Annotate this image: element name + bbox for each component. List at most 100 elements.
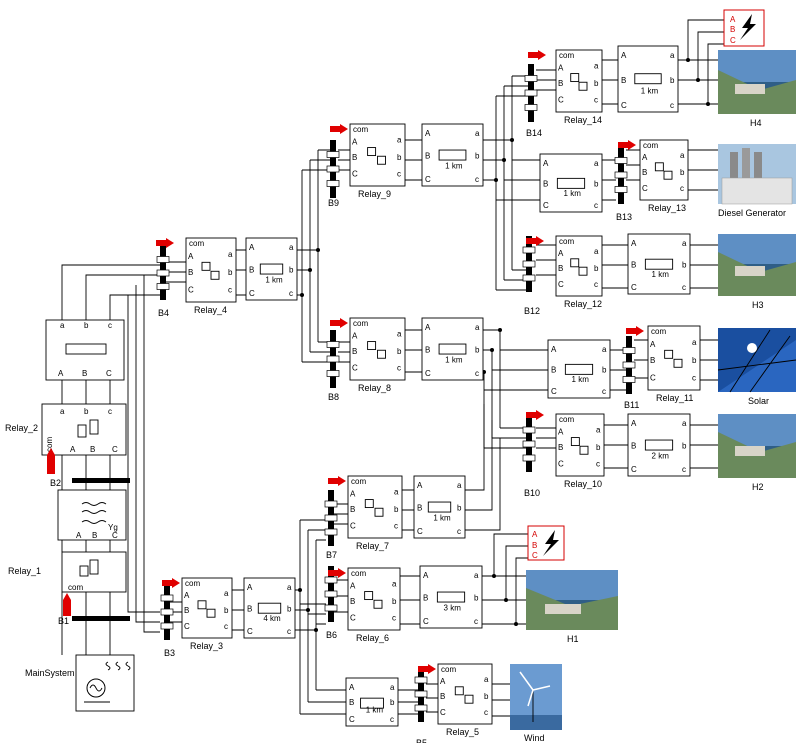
fault-port-label: B: [532, 541, 537, 550]
port-label: B: [92, 531, 97, 540]
port-label: A: [423, 571, 429, 580]
load-label-h4: H4: [750, 118, 762, 128]
load-diesel-generator[interactable]: Diesel Generator: [718, 144, 796, 218]
bus-label: B5: [416, 738, 427, 743]
port-label: C: [352, 364, 358, 373]
port-label: a: [457, 481, 462, 490]
port-label: A: [352, 331, 358, 340]
port-label: com: [189, 239, 204, 248]
load-solar[interactable]: Solar: [717, 328, 797, 406]
bus-bar-b2: [72, 478, 130, 483]
bus-label: B6: [326, 630, 337, 640]
bus-b14: B14: [524, 64, 542, 138]
port-label: com: [441, 665, 456, 674]
load-h4[interactable]: H4: [718, 50, 796, 128]
relay-label: Relay_8: [358, 383, 391, 393]
relay-block-relay1[interactable]: com: [61, 551, 127, 593]
port-label: C: [440, 708, 446, 717]
port-label: A: [631, 419, 637, 428]
port-label: A: [543, 159, 549, 168]
port-label: com: [559, 237, 574, 246]
port-label: b: [680, 168, 685, 177]
port-label: A: [558, 427, 564, 436]
port-label: A: [650, 340, 656, 349]
trigger-arrow: [330, 318, 348, 328]
load-h1[interactable]: H1: [526, 570, 618, 644]
line-length-label: 1 km: [265, 276, 283, 285]
bus-b8: B8: [326, 330, 340, 402]
load-wind[interactable]: Wind: [510, 664, 562, 743]
port-label: c: [475, 175, 479, 184]
port-label: com: [185, 579, 200, 588]
port-label: c: [596, 460, 600, 469]
port-label: a: [475, 323, 480, 332]
trigger-arrow: [328, 568, 346, 578]
port-label: c: [228, 285, 232, 294]
port-label: a: [602, 345, 607, 354]
port-label: com: [351, 477, 366, 486]
relay-block-relay2[interactable]: a b c A B C com: [41, 403, 127, 456]
relay-label: Relay_3: [190, 641, 223, 651]
relay-label-relay2: Relay_2: [5, 423, 38, 433]
port-label: C: [352, 170, 358, 179]
port-label: B: [352, 153, 357, 162]
port-label: C: [112, 531, 118, 540]
line-length-label: 1 km: [445, 162, 463, 171]
port-label: A: [425, 323, 431, 332]
bus-b10: B10: [522, 416, 540, 498]
port-label: c: [474, 617, 478, 626]
load-h3[interactable]: H3: [718, 234, 796, 310]
port-label: C: [112, 445, 118, 454]
port-label: A: [551, 345, 557, 354]
port-label: A: [352, 137, 358, 146]
relay-label: Relay_14: [564, 115, 602, 125]
port-label: B: [425, 346, 430, 355]
load-h2[interactable]: H2: [718, 414, 796, 492]
relay-label: Relay_10: [564, 479, 602, 489]
block-layer: B3B4B5B6B7B8B9B10B11B12B13B14comABCabcRe…: [156, 45, 701, 743]
fault-block-mid[interactable]: A B C: [527, 525, 565, 561]
trigger-arrow: [626, 326, 644, 336]
port-label: C: [631, 283, 637, 292]
port-label: c: [108, 321, 112, 330]
port-label: B: [249, 266, 254, 275]
line-length-label: 4 km: [263, 614, 281, 623]
port-label: com: [559, 415, 574, 424]
port-label: a: [682, 239, 687, 248]
line-length-label: 3 km: [444, 604, 462, 613]
bus-label: B12: [524, 306, 540, 316]
port-label: c: [670, 101, 674, 110]
transformer-block: Yg A B C: [57, 489, 127, 541]
fault-port-label: C: [730, 36, 736, 45]
port-label: a: [475, 129, 480, 138]
port-label: b: [596, 443, 601, 452]
port-label: c: [457, 527, 461, 536]
port-label: c: [397, 170, 401, 179]
fault-block-top[interactable]: A B C: [723, 9, 765, 47]
port-label: A: [425, 129, 431, 138]
